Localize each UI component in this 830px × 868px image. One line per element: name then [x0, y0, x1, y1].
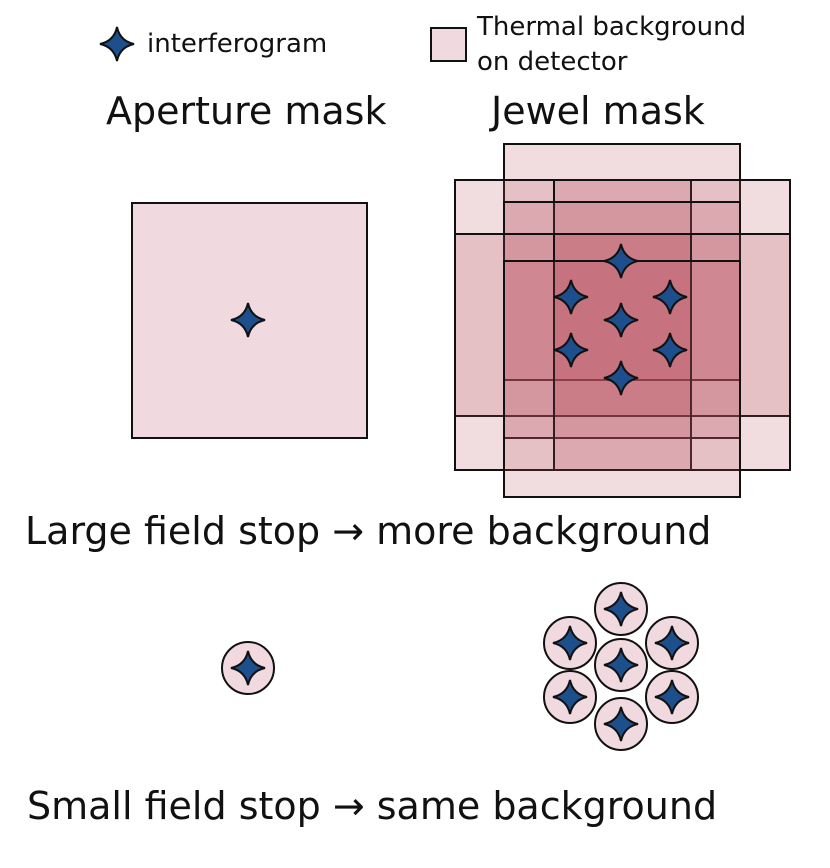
jewel-large-star-icon [603, 243, 639, 279]
legend-interferogram-label: interferogram [147, 29, 328, 59]
small-field-stop-caption: Small field stop → same background [27, 784, 718, 828]
legend-star-icon [99, 26, 135, 62]
jewel-large-star-icon [603, 360, 639, 396]
legend-thermal-swatch-icon [430, 27, 467, 62]
jewel-small-star-icon [552, 625, 588, 661]
aperture-large-star-icon [230, 302, 266, 338]
large-field-stop-caption: Large field stop → more background [25, 509, 712, 553]
jewel-small-star-icon [603, 706, 639, 742]
jewel-small-star-icon [603, 647, 639, 683]
jewel-small-star-icon [654, 679, 690, 715]
jewel-large-star-icon [652, 332, 688, 368]
aperture-large-panel [131, 202, 368, 439]
jewel-small-star-icon [603, 591, 639, 627]
legend-thermal-label-line2: on detector [477, 47, 628, 77]
jewel-large-star-icon [553, 332, 589, 368]
jewel-large-star-icon [603, 302, 639, 338]
jewel-small-panel [543, 582, 699, 751]
aperture-mask-title: Aperture mask [106, 89, 387, 133]
aperture-small-panel [221, 641, 275, 695]
jewel-large-star-icon [652, 279, 688, 315]
aperture-small-star-icon [230, 650, 266, 686]
jewel-large-star-icon [553, 279, 589, 315]
legend-thermal-label-line1: Thermal background [477, 12, 747, 42]
jewel-small-star-icon [654, 625, 690, 661]
jewel-small-star-icon [552, 679, 588, 715]
jewel-mask-title: Jewel mask [491, 89, 705, 133]
jewel-large-panel [454, 143, 791, 498]
